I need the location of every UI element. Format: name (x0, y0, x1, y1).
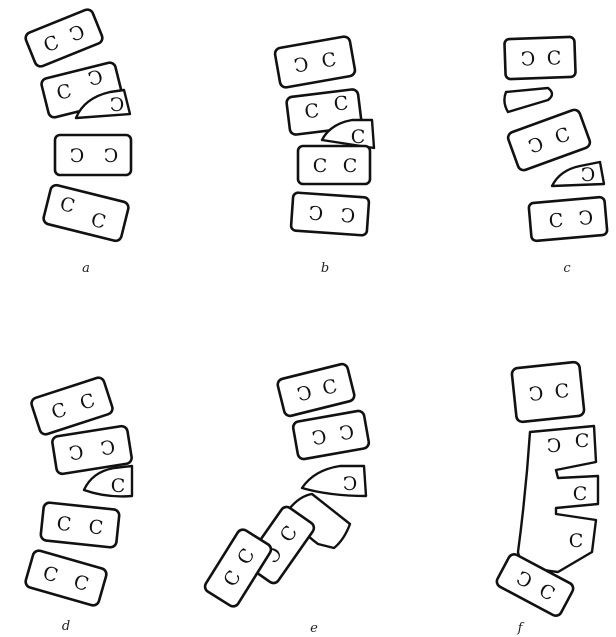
panel-label-d: d (62, 619, 70, 634)
panel-label-b: b (321, 261, 329, 276)
svg-text:Ↄ: Ↄ (110, 94, 125, 116)
svg-text:Ↄ: Ↄ (343, 473, 358, 495)
vertebra-e1: Ↄ C (276, 363, 355, 417)
vertebra-e2: Ↄ Ↄ (292, 410, 370, 460)
svg-text:Ↄ: Ↄ (581, 164, 596, 186)
vertebra-f1: Ↄ C (511, 362, 584, 423)
panel-label-f: f (517, 621, 525, 636)
vertebra-a3: Ↄ Ↄ (55, 135, 131, 175)
svg-text:Ↄ: Ↄ (528, 383, 545, 406)
svg-text:C: C (303, 100, 320, 124)
svg-text:Ↄ: Ↄ (578, 207, 594, 230)
svg-text:C: C (548, 209, 564, 232)
panel-b: Ↄ C C C C C C Ↄ Ↄ b (274, 36, 374, 276)
vertebra-b4: Ↄ Ↄ (291, 192, 369, 235)
svg-text:Ↄ: Ↄ (340, 205, 356, 228)
panel-f: Ↄ C Ↄ C C C Ↄ C f (495, 362, 598, 636)
vertebra-c1: Ↄ C (504, 37, 575, 79)
vertebra-c2: Ↄ C (506, 108, 591, 172)
svg-text:C: C (546, 47, 561, 69)
vertebra-b1: Ↄ C (274, 36, 356, 89)
vertebra-a1: C Ↄ (24, 8, 104, 68)
svg-text:C: C (111, 475, 126, 497)
svg-text:C: C (575, 430, 590, 452)
svg-text:Ↄ: Ↄ (308, 203, 324, 226)
svg-text:C: C (569, 530, 584, 552)
svg-text:C: C (343, 155, 358, 177)
vertebra-b3: C C (298, 146, 370, 184)
panel-d: C C Ↄ Ↄ C C C C C d (24, 376, 132, 634)
vertebra-d4: C C (24, 549, 108, 606)
svg-text:C: C (313, 155, 328, 177)
panel-label-c: c (563, 261, 571, 276)
vertebra-a4: C C (42, 184, 129, 242)
panel-e: Ↄ C Ↄ Ↄ Ↄ Ↄ C C C e (203, 363, 370, 636)
wedge-c1 (504, 88, 552, 112)
svg-text:C: C (56, 513, 73, 536)
panel-label-e: e (310, 621, 318, 636)
svg-text:C: C (351, 126, 366, 148)
svg-text:C: C (554, 380, 571, 403)
vertebra-c3: C Ↄ (528, 197, 607, 241)
panel-a: C Ↄ C Ↄ Ↄ Ↄ Ↄ C C a (24, 8, 131, 276)
svg-text:Ↄ: Ↄ (70, 145, 85, 167)
svg-text:Ↄ: Ↄ (520, 48, 535, 70)
wedge-c2: Ↄ (552, 162, 604, 186)
panel-c: Ↄ C Ↄ C Ↄ C Ↄ c (504, 37, 607, 276)
svg-text:C: C (87, 516, 104, 539)
svg-text:C: C (573, 483, 588, 505)
panel-label-a: a (82, 261, 90, 276)
svg-text:Ↄ: Ↄ (104, 145, 119, 167)
svg-text:Ↄ: Ↄ (547, 435, 562, 457)
wedge-e1: Ↄ (302, 466, 366, 496)
vertebra-d3: C C (40, 502, 120, 548)
svg-text:C: C (333, 92, 350, 116)
vertebra-d1: C C (30, 376, 114, 436)
fused-block-f: Ↄ C C C (518, 426, 598, 572)
